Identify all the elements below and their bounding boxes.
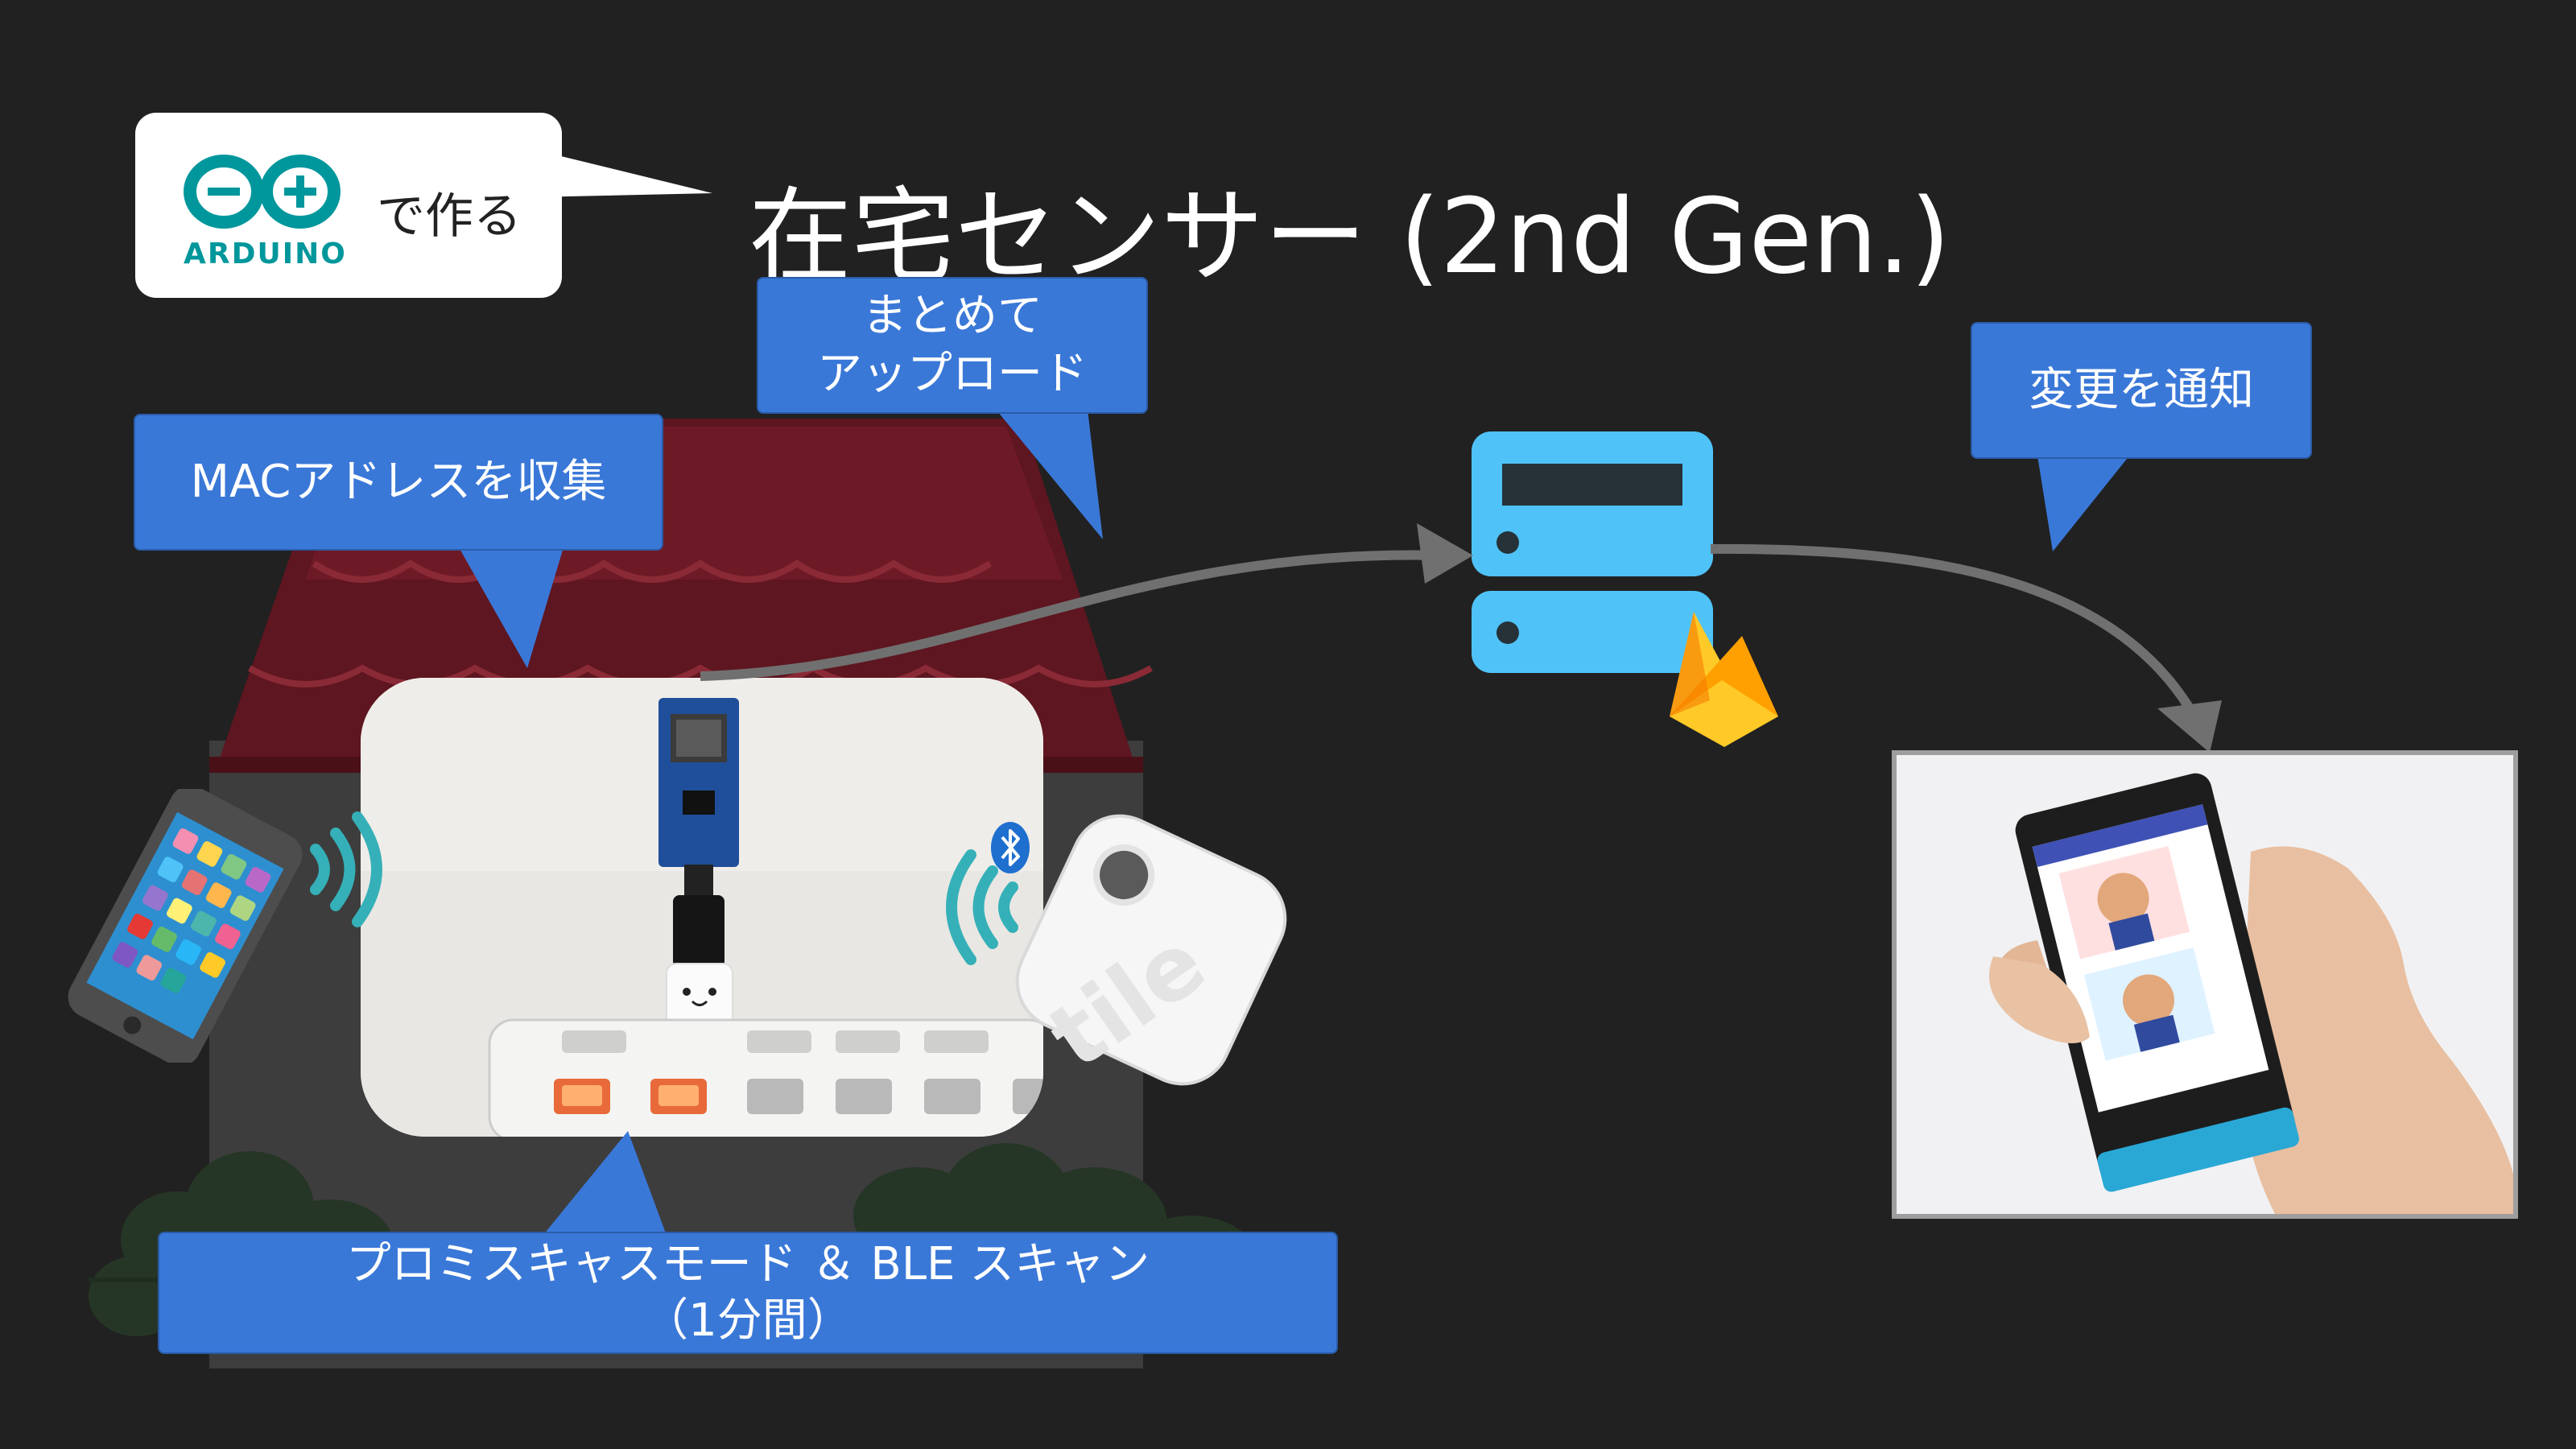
notification-phone-photo — [1892, 750, 2518, 1219]
callout-scan-line1: プロミスキャスモード ＆ BLE スキャン — [345, 1238, 1150, 1290]
callout-upload-line1: まとめて — [862, 290, 1042, 342]
callout-tail-collect — [459, 547, 564, 668]
smartphone-icon — [68, 789, 303, 1063]
firebase-flame-icon — [1670, 612, 1778, 747]
arrow-head-icon — [1417, 523, 1473, 584]
speech-bubble-tail — [531, 149, 712, 197]
callout-scan-line2: （1分間） — [643, 1294, 852, 1347]
callout-tail-upload — [990, 402, 1103, 539]
device-photo-drawing — [361, 678, 1043, 1137]
callout-upload-line2: アップロード — [817, 348, 1088, 400]
callout-notify-text: 変更を通知 — [2029, 364, 2254, 416]
server-icon — [1472, 431, 1713, 673]
callout-scan: プロミスキャスモード ＆ BLE スキャン （1分間） — [158, 1232, 1338, 1354]
wifi-waves-icon — [310, 811, 382, 927]
callout-collect-text: MACアドレスを収集 — [190, 456, 607, 508]
phone-in-hand-drawing — [1897, 755, 2513, 1214]
arduino-logo-icon — [184, 155, 341, 229]
tile-tracker-icon — [1015, 814, 1287, 1086]
bluetooth-icon — [991, 822, 1030, 873]
callout-tail-notify — [2037, 451, 2133, 551]
arrow-head-icon-2 — [2157, 700, 2222, 753]
callout-collect-mac: MACアドレスを収集 — [134, 414, 663, 551]
callout-notify: 変更を通知 — [1971, 322, 2312, 459]
made-with-arduino-bubble: ARDUINO で作る — [135, 113, 562, 298]
ble-waves-icon — [946, 849, 1018, 965]
callout-upload: まとめて アップロード — [757, 277, 1148, 414]
made-with-label: で作る — [377, 188, 522, 245]
callout-tail-scan — [539, 1131, 668, 1240]
device-photo — [361, 678, 1043, 1137]
arduino-logo-text: ARDUINO — [184, 237, 347, 270]
